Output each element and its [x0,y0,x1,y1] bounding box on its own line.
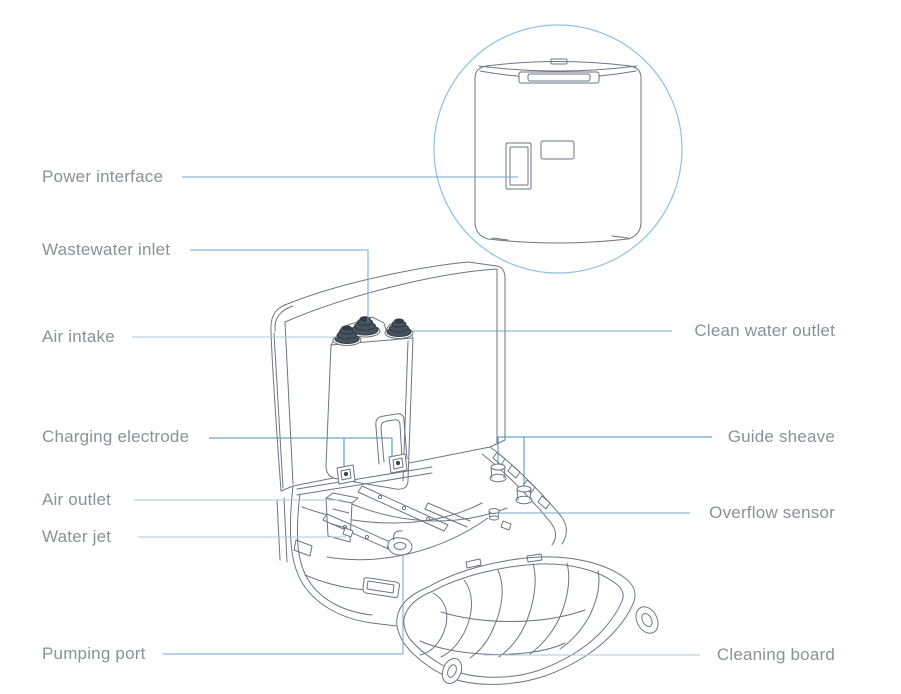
label-cleaning-board: Cleaning board [716,645,835,664]
label-wastewater-inlet: Wastewater inlet [42,240,171,259]
board-ring-handle-right [635,606,659,634]
label-air-intake: Air intake [42,327,115,346]
leader-line-pumping-port [163,556,404,655]
board-ring-handle-left [441,657,463,685]
label-pumping-port: Pumping port [42,644,146,663]
dock-base [276,466,508,631]
leader-line-wastewater-inlet [190,249,369,322]
right-side-rail [481,446,567,546]
leader-line-guide-sheave [497,436,712,486]
label-clean-water-outlet: Clean water outlet [694,321,835,340]
label-guide-sheave: Guide sheave [727,427,835,446]
charging-electrodes [336,453,408,485]
cleaning-board-illustration [396,553,659,685]
inset-label-plate [540,140,575,160]
dock-illustration [270,261,659,685]
label-power-interface: Power interface [42,167,164,186]
overflow-sensor-part [488,508,512,531]
guide-sheave-parts [489,463,533,505]
label-water-jet: Water jet [42,527,112,546]
label-overflow-sensor: Overflow sensor [709,503,835,522]
label-charging-electrode: Charging electrode [42,427,190,446]
clean-water-outlet-connector [386,318,412,337]
air-intake-connector [334,325,360,344]
leader-lines [132,176,712,656]
pumping-port-part [387,530,413,556]
inset-handle-recess [518,71,600,84]
wastewater-inlet-connector [351,316,379,336]
leader-line-charging-electrode [209,437,393,467]
label-air-outlet: Air outlet [42,490,112,509]
inset-circle [433,24,683,274]
inset-back-view [433,24,683,274]
